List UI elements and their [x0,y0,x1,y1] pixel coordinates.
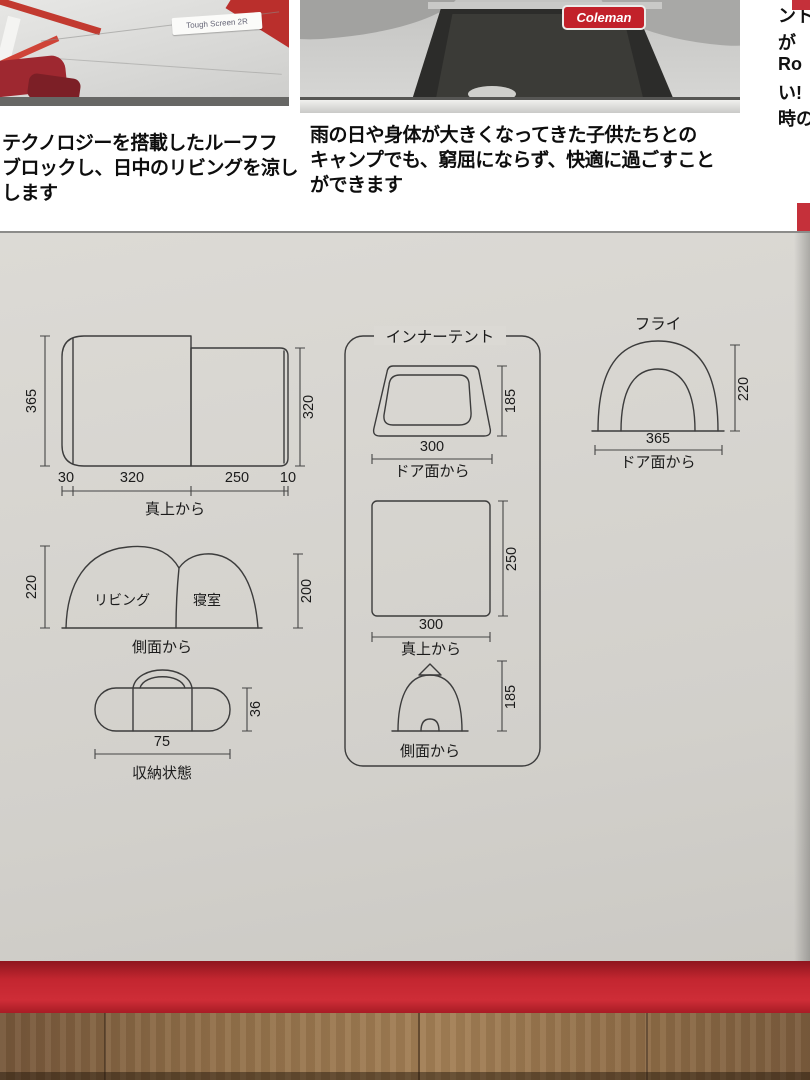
inner-side-height: 185 [503,685,519,709]
text-fragment: が [778,33,796,53]
side-label: 側面から [132,639,192,656]
inner-tent-title: インナーテント [386,329,495,346]
side-height-left: 220 [24,575,40,599]
overhead-height-left: 365 [24,389,40,413]
inner-door-label: ドア面から [394,463,469,480]
dim-line-bottom [371,454,493,464]
overhead-living-outline [61,335,192,467]
dim-line-bottom [371,632,491,642]
inner-door-width: 300 [420,439,444,455]
storage-height: 36 [248,701,264,717]
fly-section: フライ 365 ドア面から 220 [591,316,752,471]
inner-side-vent [418,663,442,676]
page-edge-shadow [794,233,810,961]
storage-bag-body [94,687,231,732]
caption-line: キャンプでも、窮屈にならず、快適に過ごすこと [310,150,715,172]
side-room-left: リビング [94,592,150,608]
fly-title: フライ [635,316,682,333]
caption-line: します [2,183,58,205]
overhead-view: 365 320 30 320 250 10 真上から [24,335,317,518]
dim-line-right [293,553,303,629]
storage-view: 75 収納状態 36 [94,669,264,782]
fly-dome [597,340,719,432]
caption-line: ブロックし、日中のリビングを涼し [2,158,299,180]
tent-floor-strip [300,100,740,113]
table-shadow-edge [0,1072,810,1080]
inner-side-label: 側面から [400,743,460,760]
inner-tent-title-patch [374,326,506,345]
inner-door-outline [372,365,492,437]
storage-label: 収納状態 [132,765,192,782]
side-height-right: 200 [299,579,315,603]
dim-line-right [730,344,740,432]
dim-line-right [497,365,507,437]
dim-line-left [40,335,50,467]
horizontal-divider [0,231,810,233]
floor-shadow-line [300,97,740,100]
fly-label: ドア面から [620,454,695,471]
side-room-divider [175,567,180,629]
dim-line-bottom [61,486,289,496]
spec-diagram: 365 320 30 320 250 10 真上から リビング 寝室 220 2… [24,316,752,782]
photo-tent-interior-left: Tough Screen 2R [0,0,289,106]
right-text-column: ント が Ro い! 時の [744,0,810,231]
caption-left: テクノロジーを搭載したルーフフ ブロックし、日中のリビングを涼し します [2,131,304,206]
side-view: リビング 寝室 220 200 側面から [24,545,315,656]
storage-width: 75 [154,734,170,750]
fly-width: 365 [646,431,670,447]
coleman-logo: Coleman [562,5,646,30]
caption-middle: 雨の日や身体が大きくなってきた子供たちとの キャンプでも、窮屈にならず、快適に過… [310,123,756,198]
fly-door [620,368,696,432]
product-sign: Tough Screen 2R [171,11,263,36]
dim-line-bottom [594,445,723,455]
inner-tent-section: インナーテント 185 300 ドア面から 250 300 真上から 185 側… [344,326,541,767]
inner-overhead-height: 250 [504,547,520,571]
inner-overhead-label: 真上から [401,640,461,658]
inner-overhead-outline [371,500,491,617]
overhead-label: 真上から [145,500,205,518]
overhead-width-0: 30 [58,470,74,486]
dim-line-right [295,347,305,467]
tent-door-top-bar [428,2,662,9]
overhead-width-3: 10 [280,470,296,486]
inner-door-height: 185 [503,389,519,413]
caption-line: 雨の日や身体が大きくなってきた子供たちとの [310,125,697,146]
wood-plank-seam [104,1013,106,1080]
spec-panel [0,233,810,961]
caption-line: ができます [310,175,403,197]
tent-floor-edge [0,97,289,106]
overhead-height-right: 320 [301,395,317,419]
text-fragment: 時の [778,109,810,129]
text-fragment: い! [778,83,802,103]
inner-side-door [420,718,440,732]
dim-line-right [497,660,507,732]
overhead-bedroom-outline [190,347,289,467]
overhead-width-1: 320 [120,470,144,486]
wood-plank-seam [646,1013,648,1080]
dim-line-right [498,500,508,617]
overhead-width-2: 250 [225,470,249,486]
red-package-edge [797,203,810,233]
dim-line-bottom [94,749,231,759]
side-profile [65,545,259,629]
inner-overhead-width: 300 [419,617,443,633]
text-fragment: Ro [778,54,802,74]
fly-height: 220 [736,377,752,401]
red-package-corner [792,0,810,10]
red-package-stripe [0,961,810,1013]
storage-handle [132,669,193,689]
caption-line: テクノロジーを搭載したルーフフ [2,133,278,154]
side-room-right: 寝室 [193,592,221,608]
dim-line-left [40,545,50,629]
wood-plank-seam [418,1013,420,1080]
inner-side-dome [397,674,463,732]
dim-line-right [242,687,252,732]
wood-table-surface [0,1013,810,1080]
photo-tent-interior-middle: Coleman [300,0,740,113]
text-fragment: ント [778,6,810,26]
inner-door-window [383,374,472,426]
fabric-seam [58,58,282,75]
